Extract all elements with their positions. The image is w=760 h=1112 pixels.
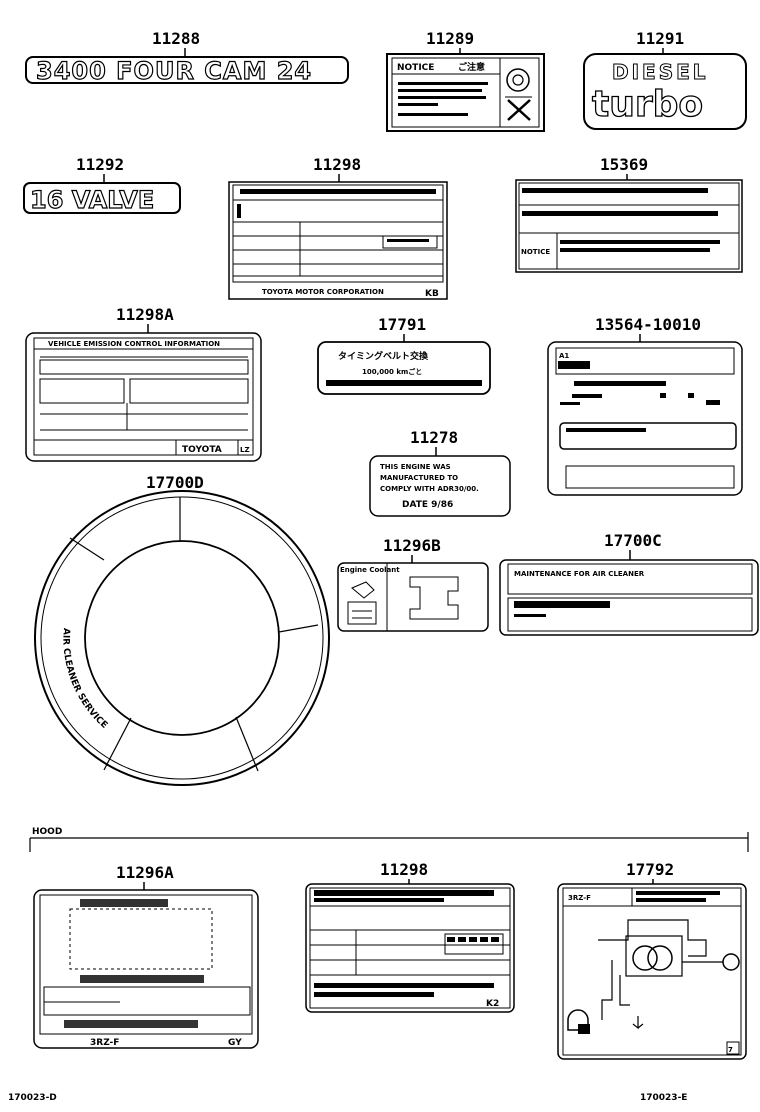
svg-text:TOYOTA MOTOR CORPORATION: TOYOTA MOTOR CORPORATION bbox=[262, 288, 384, 296]
part-number-11298-bottom: 11298 bbox=[380, 860, 428, 879]
svg-text:ご注意: ご注意 bbox=[458, 61, 485, 73]
part-number-11296B: 11296B bbox=[383, 536, 441, 555]
notice-label-15369: NOTICE bbox=[515, 179, 743, 273]
svg-text:100,000 kmごと: 100,000 kmごと bbox=[362, 367, 422, 376]
svg-text:Engine Coolant: Engine Coolant bbox=[340, 566, 400, 574]
svg-text:NOTICE: NOTICE bbox=[521, 248, 550, 256]
diesel-turbo-emblem: DIESEL turbo bbox=[583, 53, 747, 130]
label-11296A: 3RZ-F GY bbox=[33, 889, 259, 1049]
svg-text:DATE 9/86: DATE 9/86 bbox=[402, 500, 453, 510]
notice-label-11289: NOTICE ご注意 bbox=[386, 53, 545, 132]
svg-text:K2: K2 bbox=[486, 999, 499, 1009]
part-number-15369: 15369 bbox=[600, 155, 648, 174]
part-number-17700D: 17700D bbox=[146, 473, 204, 492]
vacuum-hose-label-17792: 3RZ-F 7 bbox=[557, 883, 747, 1060]
svg-text:DIESEL: DIESEL bbox=[612, 60, 709, 84]
svg-text:3RZ-F: 3RZ-F bbox=[568, 894, 591, 902]
air-cleaner-maintenance-label-17700C: MAINTENANCE FOR AIR CLEANER bbox=[499, 559, 759, 636]
part-number-11291: 11291 bbox=[636, 29, 684, 48]
part-number-11278: 11278 bbox=[410, 428, 458, 447]
svg-text:THIS ENGINE WAS: THIS ENGINE WAS bbox=[380, 463, 451, 471]
svg-text:16 VALVE: 16 VALVE bbox=[30, 186, 154, 214]
coolant-label-11296B: Engine Coolant bbox=[337, 562, 489, 632]
part-number-13564-10010: 13564-10010 bbox=[595, 315, 701, 334]
svg-text:MANUFACTURED TO: MANUFACTURED TO bbox=[380, 474, 458, 482]
part-number-11292: 11292 bbox=[76, 155, 124, 174]
emission-label-11298-top: TOYOTA MOTOR CORPORATION KB bbox=[228, 181, 448, 300]
svg-text:7: 7 bbox=[728, 1046, 733, 1054]
svg-text:GY: GY bbox=[228, 1038, 242, 1048]
part-number-17792: 17792 bbox=[626, 860, 674, 879]
part-number-17791: 17791 bbox=[378, 315, 426, 334]
adr-compliance-label-11278: THIS ENGINE WAS MANUFACTURED TO COMPLY W… bbox=[369, 455, 511, 517]
svg-text:VEHICLE EMISSION CONTROL INFOR: VEHICLE EMISSION CONTROL INFORMATION bbox=[48, 340, 220, 348]
part-number-11298A: 11298A bbox=[116, 305, 174, 324]
emission-label-11298-bottom: K2 bbox=[305, 883, 515, 1013]
svg-text:タイミングベルト交換: タイミングベルト交換 bbox=[338, 350, 429, 362]
figure-id-right: 170023-E bbox=[640, 1093, 687, 1103]
air-cleaner-service-ring-17700D: AIR CLEANER SERVICE bbox=[34, 490, 330, 786]
part-number-11296A: 11296A bbox=[116, 863, 174, 882]
svg-text:TOYOTA: TOYOTA bbox=[182, 445, 222, 455]
svg-text:NOTICE: NOTICE bbox=[397, 63, 434, 73]
svg-text:MAINTENANCE FOR AIR CLEANER: MAINTENANCE FOR AIR CLEANER bbox=[514, 570, 645, 578]
svg-text:KB: KB bbox=[425, 289, 439, 299]
part-number-11298-top: 11298 bbox=[313, 155, 361, 174]
part-number-11289: 11289 bbox=[426, 29, 474, 48]
figure-id-left: 170023-D bbox=[8, 1093, 57, 1103]
svg-text:3RZ-F: 3RZ-F bbox=[90, 1038, 119, 1048]
badge-16-valve: 16 VALVE bbox=[23, 182, 181, 215]
part-number-11288: 11288 bbox=[152, 29, 200, 48]
timing-belt-label-17791: タイミングベルト交換 100,000 kmごと bbox=[317, 341, 491, 395]
label-13564-10010: A1 bbox=[547, 341, 743, 496]
svg-text:COMPLY WITH ADR30/00.: COMPLY WITH ADR30/00. bbox=[380, 485, 479, 493]
svg-text:3400 FOUR CAM 24: 3400 FOUR CAM 24 bbox=[36, 57, 312, 85]
svg-text:LZ: LZ bbox=[240, 446, 250, 454]
emission-label-11298A: VEHICLE EMISSION CONTROL INFORMATION TOY… bbox=[25, 332, 262, 462]
svg-text:A1: A1 bbox=[559, 352, 569, 360]
badge-3400-four-cam-24: 3400 FOUR CAM 24 bbox=[25, 56, 349, 86]
hood-label: HOOD bbox=[32, 827, 62, 837]
svg-text:turbo: turbo bbox=[592, 84, 703, 125]
part-number-17700C: 17700C bbox=[604, 531, 662, 550]
